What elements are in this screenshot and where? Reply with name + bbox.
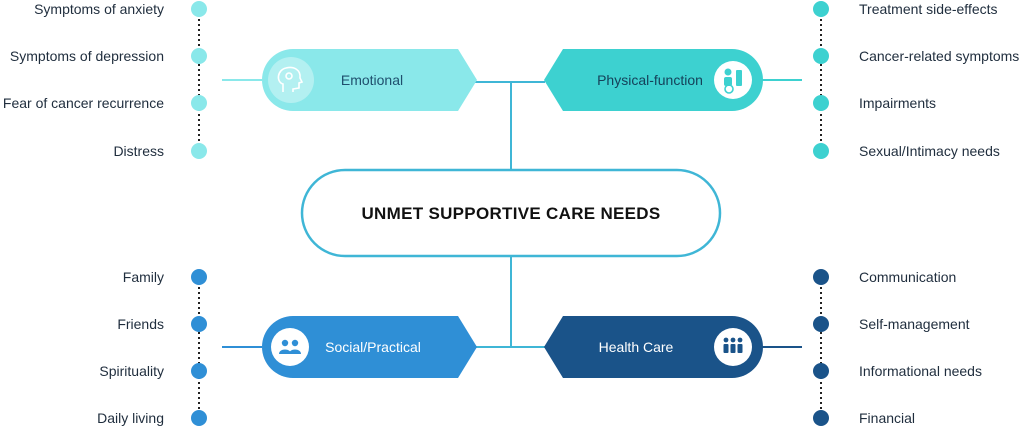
healthcare-item-dot [813, 410, 829, 426]
emotional-item-dot [191, 95, 207, 111]
center-title: UNMET SUPPORTIVE CARE NEEDS [361, 204, 660, 223]
physical-item-dot [813, 1, 829, 17]
physical-label: Physical-function [597, 72, 703, 88]
physical-item-dot [813, 48, 829, 64]
connectors [222, 79, 802, 348]
healthcare-banner: Health Care [544, 316, 763, 378]
physical-item-label: Sexual/Intimacy needs [859, 143, 1000, 159]
emotional-item-label: Distress [113, 143, 164, 159]
healthcare-item-label: Informational needs [859, 363, 982, 379]
social-banner: Social/Practical [262, 316, 477, 378]
healthcare-item-dot [813, 316, 829, 332]
social-shape [262, 316, 477, 378]
emotional-icon-ring [268, 57, 314, 103]
healthcare-item-dot [813, 269, 829, 285]
physical-banner: Physical-function [544, 49, 763, 111]
social-label: Social/Practical [325, 339, 421, 355]
medical-staff-icon [723, 337, 743, 353]
healthcare-item-label: Self-management [859, 316, 970, 332]
healthcare-item-dot [813, 363, 829, 379]
emotional-item-dot [191, 48, 207, 64]
emotional-banner: Emotional [262, 49, 477, 111]
physical-item-dot [813, 95, 829, 111]
social-item-dot [191, 269, 207, 285]
social-item-label: Friends [117, 316, 164, 332]
physical-item-label: Cancer-related symptoms [859, 48, 1019, 64]
healthcare-item-label: Communication [859, 269, 956, 285]
people-group-icon [279, 339, 301, 354]
emotional-item-label: Symptoms of anxiety [34, 1, 164, 17]
center-pill [300, 168, 722, 258]
physical-item-label: Impairments [859, 95, 936, 111]
healthcare-items: CommunicationSelf-managementInformationa… [813, 269, 982, 426]
physical-icon-circle [714, 61, 752, 99]
physical-item-label: Treatment side-effects [859, 1, 998, 17]
social-item-dot [191, 316, 207, 332]
healthcare-label: Health Care [599, 339, 674, 355]
social-item-dot [191, 410, 207, 426]
person-wheelchair-icon [724, 68, 742, 94]
emotional-shape [262, 49, 477, 111]
healthcare-item-label: Financial [859, 410, 915, 426]
emotional-item-dot [191, 1, 207, 17]
social-item-label: Family [123, 269, 164, 285]
social-item-dot [191, 363, 207, 379]
emotional-item-label: Fear of cancer recurrence [3, 95, 164, 111]
center-box: UNMET SUPPORTIVE CARE NEEDS [300, 168, 722, 258]
emotional-item-dot [191, 143, 207, 159]
physical-item-dot [813, 143, 829, 159]
emotional-label: Emotional [341, 72, 403, 88]
social-item-label: Spirituality [99, 363, 164, 379]
social-item-label: Daily living [97, 410, 164, 426]
healthcare-shape [544, 316, 763, 378]
brain-head-icon [277, 66, 304, 92]
emotional-item-label: Symptoms of depression [10, 48, 164, 64]
physical-shape [544, 49, 763, 111]
social-icon-circle [271, 328, 309, 366]
